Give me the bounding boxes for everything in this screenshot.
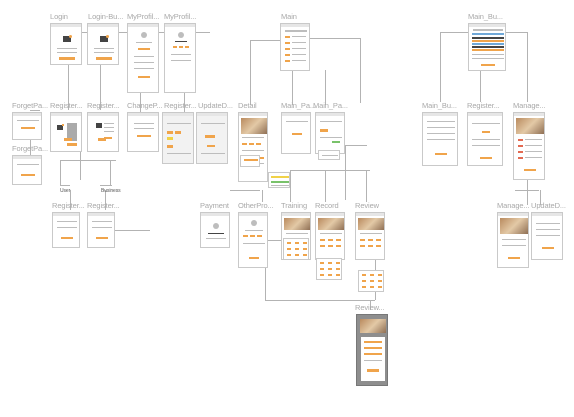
label-login: Login [50, 12, 68, 21]
popup-review-1[interactable] [358, 270, 384, 292]
label-manage-1: Manage... [513, 101, 546, 110]
screen-login-busi[interactable] [87, 23, 119, 65]
popup-training-1[interactable] [283, 238, 309, 260]
screen-review-2[interactable] [356, 314, 388, 386]
label-register-4: Register... [467, 101, 500, 110]
popup-record-1[interactable] [316, 258, 342, 280]
screen-manage-2[interactable] [497, 212, 529, 268]
connector-button-2 [98, 138, 106, 141]
label-main-bu-2: Main_Bu... [422, 101, 457, 110]
screen-register-2[interactable] [87, 112, 119, 152]
screen-register-4[interactable] [467, 112, 503, 166]
label-otherpro: OtherPro... [238, 201, 274, 210]
screen-main-pa-1[interactable] [281, 112, 311, 154]
label-register-5: Register... [52, 201, 85, 210]
screen-main[interactable] [280, 23, 310, 71]
label-update-1: UpdateD... [198, 101, 233, 110]
label-review-2: Review... [355, 303, 385, 312]
label-myprofile-1: MyProfil... [127, 12, 160, 21]
screen-update-1[interactable] [196, 112, 228, 164]
label-branch-business: Business [101, 188, 121, 194]
screen-update-2[interactable] [531, 212, 563, 260]
screen-register-3[interactable] [162, 112, 194, 164]
label-training: Training [281, 201, 308, 210]
screen-forgetpa-2[interactable] [12, 155, 42, 185]
screen-login[interactable] [50, 23, 82, 65]
label-main-pa-1: Main_Pa... [281, 101, 316, 110]
screen-main-bu-2[interactable] [422, 112, 458, 166]
label-branch-user: User [60, 188, 71, 194]
popup-detail-1[interactable] [240, 155, 260, 167]
popup-main-pa[interactable] [318, 150, 340, 160]
label-main-pa-2: Main_Pa... [313, 101, 348, 110]
screen-detail[interactable] [238, 112, 268, 182]
screen-register-5[interactable] [52, 212, 80, 248]
screen-myprofile-1[interactable] [127, 23, 159, 93]
screen-record[interactable] [315, 212, 345, 260]
label-review: Review [355, 201, 379, 210]
screen-otherpro[interactable] [238, 212, 268, 268]
label-record: Record [315, 201, 339, 210]
label-manage-2: Manage... [497, 201, 530, 210]
popup-detail-2[interactable] [268, 172, 290, 188]
screen-main-bu[interactable] [468, 23, 506, 71]
connector-button-1 [64, 138, 72, 141]
label-update-2: UpdateD... [531, 201, 566, 210]
label-detail: Detail [238, 101, 257, 110]
screen-main-pa-2[interactable] [315, 112, 345, 154]
label-forgetpa-2: ForgetPa... [12, 144, 49, 153]
label-register-2: Register... [87, 101, 120, 110]
label-register-6: Register... [87, 201, 120, 210]
screen-manage-1[interactable] [513, 112, 545, 180]
screen-changep[interactable] [127, 112, 159, 152]
label-forgetpa-1: ForgetPa... [12, 101, 49, 110]
screen-payment[interactable] [200, 212, 230, 248]
label-payment: Payment [200, 201, 229, 210]
screen-register-1[interactable] [50, 112, 82, 152]
label-login-busi: Login-Bu... [88, 12, 124, 21]
screen-forgetpa-1[interactable] [12, 112, 42, 140]
screen-register-6[interactable] [87, 212, 115, 248]
label-changep: ChangeP... [127, 101, 163, 110]
screen-review[interactable] [355, 212, 385, 260]
screen-myprofile-2[interactable] [164, 23, 196, 93]
label-main: Main [281, 12, 297, 21]
label-register-1: Register... [50, 101, 83, 110]
label-register-3: Register... [164, 101, 197, 110]
label-main-bu: Main_Bu... [468, 12, 503, 21]
label-myprofile-2: MyProfil... [164, 12, 197, 21]
